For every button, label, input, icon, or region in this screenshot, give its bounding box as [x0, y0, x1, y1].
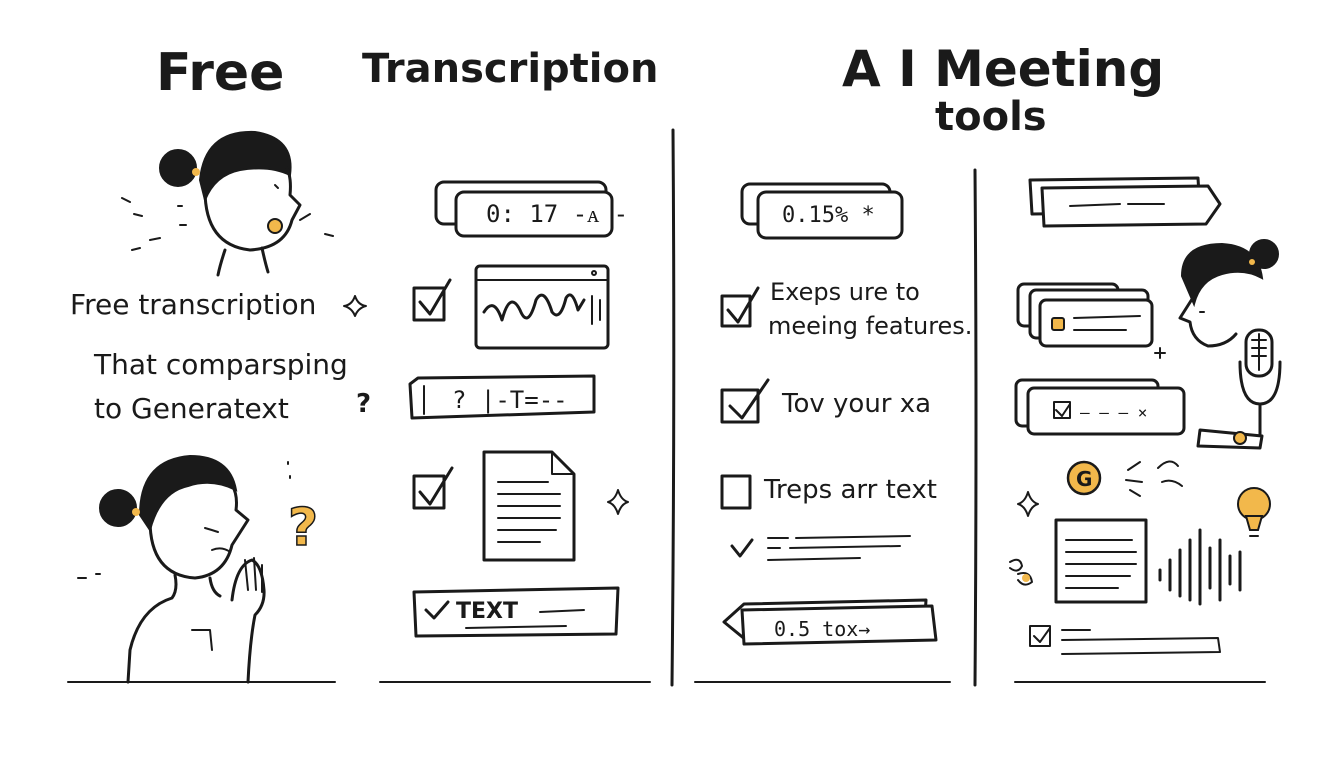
question-mark-accent: ?: [288, 498, 318, 558]
sparkle-icon: [607, 489, 629, 515]
left-text-line1: Free transcription: [70, 288, 316, 321]
input-field-widget: ? |-T=--: [408, 374, 596, 420]
header-free: Free: [156, 43, 284, 103]
ai-item1-line1: Exeps ure to: [770, 278, 920, 306]
divider-center: [670, 128, 676, 687]
ai-checklist-item-3: Treps arr text: [720, 474, 937, 510]
waveform-checklist-item: [412, 264, 610, 350]
percent-text: 0.15% *: [782, 203, 875, 228]
sparkle-icon: [1154, 347, 1166, 359]
ai-item2-text: Tov your xa: [781, 389, 931, 419]
question-mark-small: ?: [356, 389, 371, 419]
speech-bubble-widget: [1028, 176, 1222, 228]
percent-widget: 0.15% *: [740, 182, 904, 240]
blob-accent: [1009, 558, 1033, 586]
timer-widget: 0: 17 -ᴀ -: [434, 180, 628, 238]
divider-right: [973, 168, 978, 687]
woman-thinking-illustration: ?: [77, 454, 319, 684]
header-tools: tools: [935, 94, 1047, 140]
bottom-pill-widget: 0.5 tox→: [722, 598, 938, 646]
text-pill-widget: TEXT: [412, 586, 620, 638]
text-pill-label: TEXT: [456, 599, 518, 624]
left-text-line2: That comparsping: [93, 348, 348, 381]
ai-checklist-lines: [730, 535, 911, 561]
checked-row-text: — — — ×: [1080, 403, 1147, 422]
ai-item1-line2: meeing features.: [768, 312, 972, 340]
bottom-pill-label: 0.5 tox→: [774, 617, 870, 641]
woman-talking-illustration: [121, 130, 334, 277]
bottom-row-widget: [1029, 625, 1221, 655]
card-stack-widget: [1016, 282, 1166, 359]
lightbulb-icon: [1237, 487, 1271, 537]
input-field-text: ? |-T=--: [452, 386, 568, 414]
ai-item3-text: Treps arr text: [763, 475, 937, 505]
ai-checklist-item-1: Exeps ure to meeing features.: [720, 278, 972, 340]
header-ai-meeting: A I Meeting: [842, 40, 1164, 98]
woman-microphone-illustration: [1178, 239, 1282, 450]
header-transcription: Transcription: [362, 46, 658, 92]
sparkle-icon: [1017, 491, 1039, 517]
ai-checklist-item-2: Tov your xa: [720, 378, 931, 424]
document-waveform-widget: [1054, 518, 1242, 606]
coin-letter: G: [1076, 467, 1092, 491]
document-checklist-item: [412, 450, 629, 562]
timer-text: 0: 17 -ᴀ -: [486, 200, 628, 228]
left-text-line3: to Generatext: [94, 392, 289, 425]
checked-row-widget: — — — ×: [1014, 378, 1186, 436]
sparkle-icon: [343, 295, 367, 317]
coin-icon: G: [1066, 460, 1183, 497]
